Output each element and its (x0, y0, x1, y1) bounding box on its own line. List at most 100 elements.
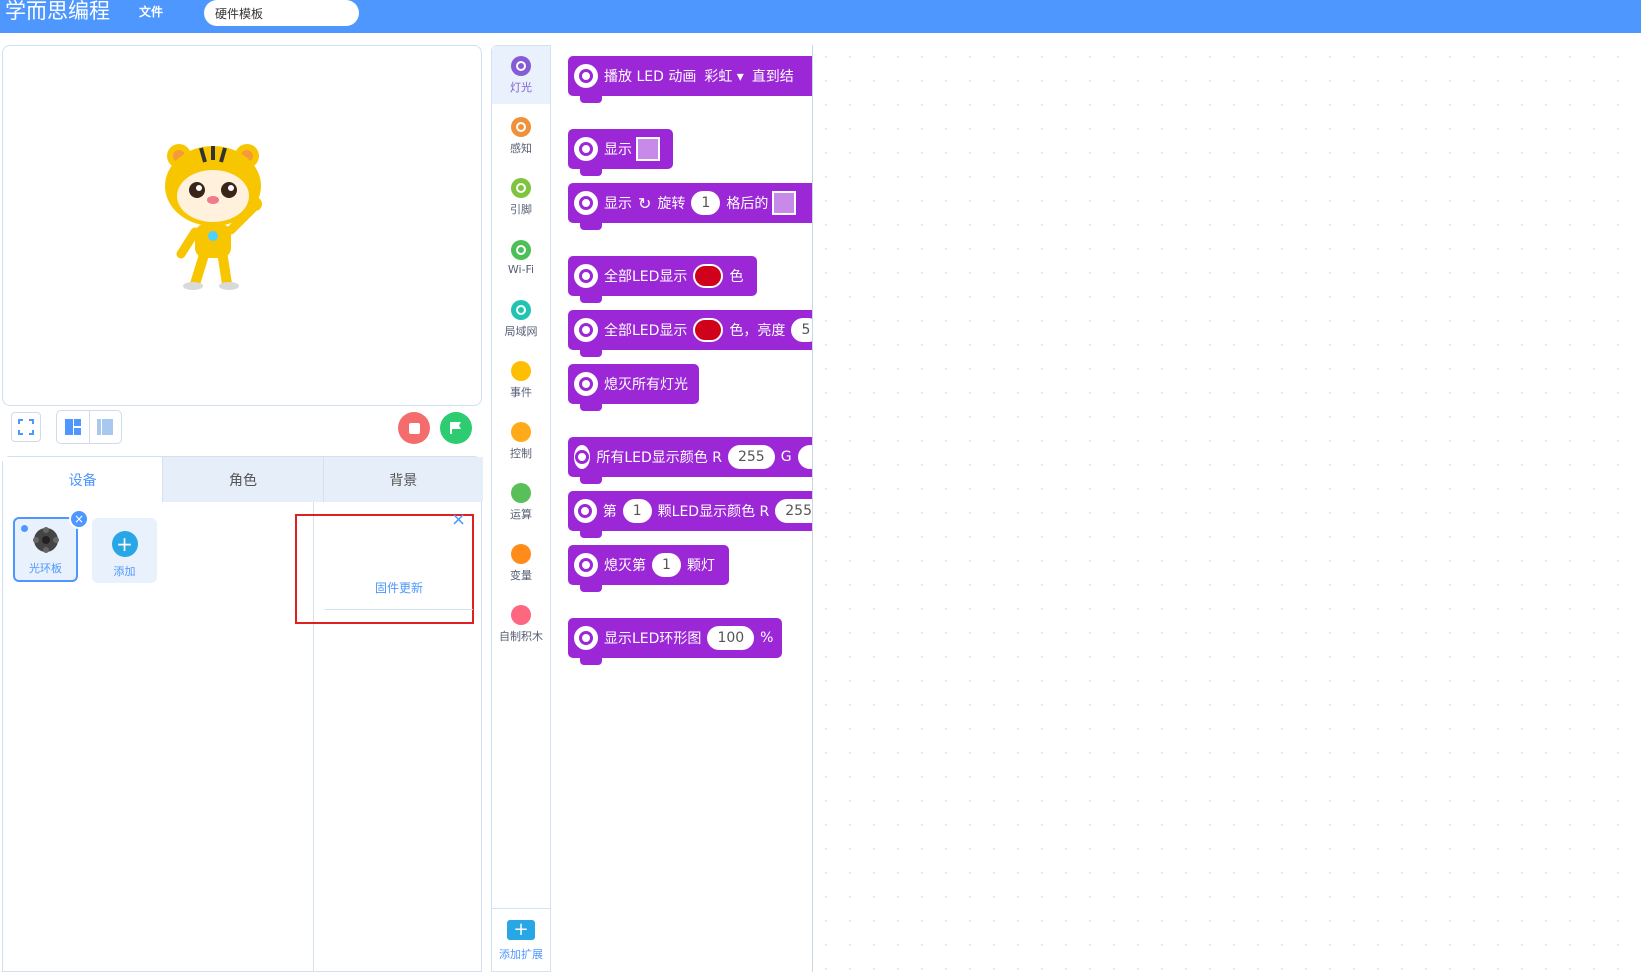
category-lan[interactable]: 局域网 (492, 290, 550, 348)
code-workspace[interactable] (814, 45, 1641, 972)
led-matrix-picker[interactable] (772, 191, 797, 215)
block-text: 旋转 (657, 196, 686, 212)
brightness-input[interactable]: 5 (791, 318, 812, 342)
gear-icon (574, 553, 598, 577)
gear-icon (574, 191, 598, 215)
popup-close-button[interactable]: × (451, 509, 467, 530)
my-blocks-icon (511, 604, 531, 625)
pins-icon (511, 177, 531, 198)
lan-icon (511, 299, 531, 320)
file-menu[interactable]: 文件 (139, 5, 164, 19)
halocode-device-icon (32, 527, 59, 553)
category-control[interactable]: 控制 (492, 412, 550, 470)
tiger-sprite[interactable] (161, 138, 267, 290)
firmware-update-item[interactable]: 固件更新 (374, 581, 423, 595)
block-text: 熄灭第 (604, 558, 646, 574)
close-icon: × (73, 512, 85, 526)
stage[interactable] (2, 45, 482, 406)
category-label: 自制积木 (499, 629, 543, 643)
fullscreen-button[interactable] (11, 412, 41, 442)
category-label: 事件 (510, 385, 532, 399)
panel-divider (313, 502, 314, 972)
category-events[interactable]: 事件 (492, 351, 550, 409)
block-all-led-rgb[interactable]: 所有LED显示颜色 R 255 G (568, 437, 812, 484)
animation-dropdown[interactable]: 彩虹 ▾ (704, 69, 744, 85)
app-logo[interactable]: 学而思编程 (5, 0, 110, 23)
block-text: 颗LED显示颜色 R (657, 504, 770, 520)
category-lighting[interactable]: 灯光 (492, 46, 550, 104)
block-all-led-color[interactable]: 全部LED显示 色 (568, 256, 757, 303)
block-led-ring-graph[interactable]: 显示LED环形图 100 % (568, 618, 782, 665)
category-pins[interactable]: 引脚 (492, 168, 550, 226)
green-value-input[interactable] (797, 445, 812, 469)
block-text: 格后的 (726, 196, 769, 212)
rotate-steps-input[interactable]: 1 (691, 191, 721, 215)
red-value-input[interactable]: 255 (727, 445, 775, 469)
block-show-rotate[interactable]: 显示 ↻ 旋转 1 格后的 (568, 183, 812, 230)
block-play-led-animation[interactable]: 播放 LED 动画 彩虹 ▾ 直到结 (568, 56, 812, 103)
tab-sprites[interactable]: 角色 (163, 457, 324, 502)
layout-large-icon (64, 419, 81, 435)
add-extension-button[interactable]: + 添加扩展 (492, 908, 550, 972)
layout-small-button[interactable] (90, 411, 122, 443)
control-icon (511, 421, 531, 442)
block-text: 播放 LED 动画 (604, 69, 697, 85)
block-text: 显示LED环形图 (604, 631, 702, 647)
remove-device-button[interactable]: × (69, 509, 89, 529)
category-wifi[interactable]: Wi-Fi (492, 229, 550, 287)
stage-layout-toggle (56, 410, 122, 444)
category-label: 运算 (510, 507, 532, 521)
block-text: 全部LED显示 (604, 269, 688, 285)
block-text: 显示 (604, 196, 632, 212)
layout-large-button[interactable] (57, 411, 90, 443)
percentage-input[interactable]: 100 (707, 626, 755, 650)
gear-icon (574, 445, 591, 469)
block-text: 直到结 (751, 69, 794, 85)
category-sensing[interactable]: 感知 (492, 107, 550, 165)
block-text: G (780, 449, 792, 465)
green-flag-button[interactable] (440, 412, 472, 444)
gear-icon (574, 372, 598, 396)
tab-devices[interactable]: 设备 (3, 457, 164, 502)
block-categories: 灯光 感知 引脚 Wi-Fi 局域网 事件 控制 运算 (491, 45, 551, 972)
block-text: 色 (729, 269, 744, 285)
block-text: 全部LED显示 (604, 323, 688, 339)
block-turn-off-all-lights[interactable]: 熄灭所有灯光 (568, 364, 699, 411)
block-text: % (760, 630, 774, 646)
device-card-halocode[interactable]: 光环板 (13, 517, 78, 582)
events-icon (511, 360, 531, 381)
category-label: 变量 (510, 568, 532, 582)
led-matrix-picker[interactable] (636, 137, 660, 161)
block-nth-led-rgb[interactable]: 第 1 颗LED显示颜色 R 255 (568, 491, 812, 538)
block-all-led-color-brightness[interactable]: 全部LED显示 色，亮度 5 (568, 310, 812, 357)
red-value-input[interactable]: 255 (775, 499, 812, 523)
color-picker[interactable] (693, 318, 724, 342)
add-device-button[interactable]: + 添加 (92, 518, 157, 583)
gear-icon (574, 264, 598, 288)
add-label: 添加 (113, 565, 136, 578)
led-index-input[interactable]: 1 (652, 553, 681, 577)
rotate-icon: ↻ (638, 193, 652, 213)
category-label: 控制 (510, 446, 532, 460)
category-operators[interactable]: 运算 (492, 473, 550, 531)
block-show-matrix[interactable]: 显示 (568, 129, 673, 176)
selected-dot-icon (21, 525, 28, 532)
block-text: 所有LED显示颜色 R (596, 450, 722, 466)
category-label: 灯光 (510, 80, 532, 94)
block-text: 第 (602, 504, 617, 520)
stop-button[interactable] (398, 412, 430, 444)
tab-backdrops[interactable]: 背景 (323, 457, 483, 502)
category-variables[interactable]: 变量 (492, 534, 550, 592)
led-index-input[interactable]: 1 (622, 499, 652, 523)
category-label: 感知 (510, 141, 532, 155)
stage-controls (0, 410, 484, 454)
color-picker[interactable] (693, 264, 724, 288)
category-my-blocks[interactable]: 自制积木 (492, 595, 550, 653)
block-text: 颗灯 (686, 558, 715, 574)
category-label: Wi-Fi (507, 263, 535, 276)
wifi-icon (511, 240, 531, 260)
block-turn-off-nth-led[interactable]: 熄灭第 1 颗灯 (568, 545, 729, 592)
block-text: 色，亮度 (729, 323, 786, 339)
project-name-input[interactable] (204, 0, 359, 26)
